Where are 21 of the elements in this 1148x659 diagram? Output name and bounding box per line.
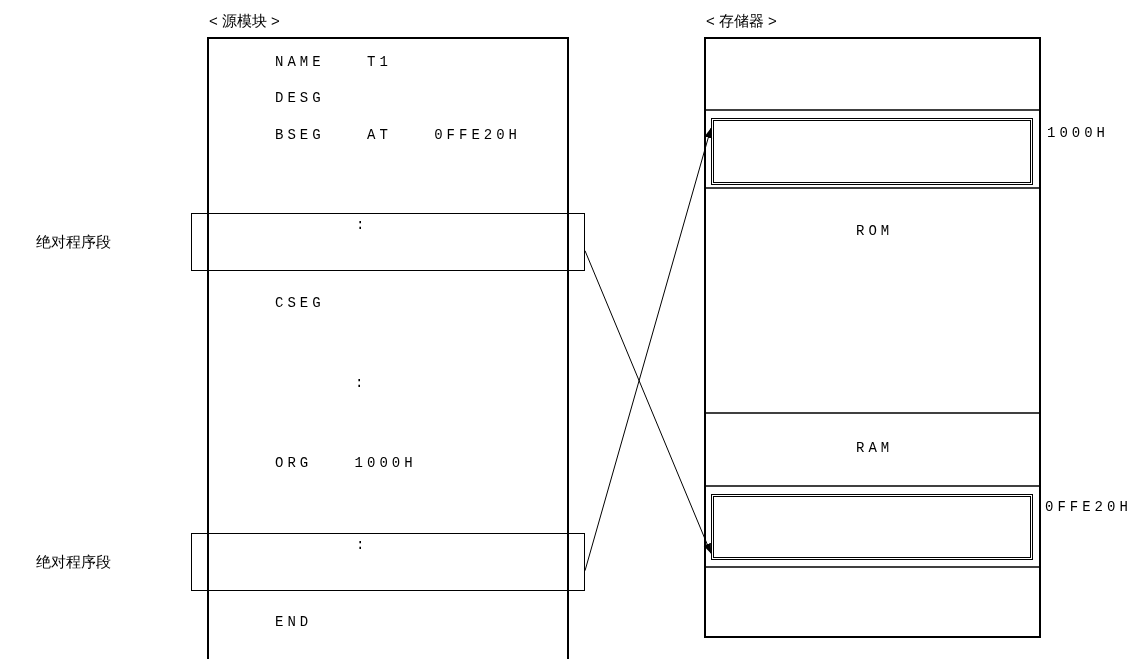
code-line: : xyxy=(356,537,369,553)
segment-label: 绝对程序段 xyxy=(36,233,111,251)
region-label: RAM xyxy=(856,440,894,456)
address-label: 1000H xyxy=(1047,125,1109,141)
heading: < 源模块 > xyxy=(209,12,280,30)
region-label: ROM xyxy=(856,223,894,239)
segment-box xyxy=(191,213,585,271)
code-line: END xyxy=(275,614,313,630)
code-line: BSEG AT 0FFE20H xyxy=(275,127,522,143)
arrow xyxy=(584,250,712,554)
code-line: : xyxy=(356,217,369,233)
segment-label: 绝对程序段 xyxy=(36,553,111,571)
heading: < 存储器 > xyxy=(706,12,777,30)
segment-box xyxy=(191,533,585,591)
code-line: CSEG xyxy=(275,295,325,311)
code-line: : xyxy=(355,375,368,391)
code-line: ORG 1000H xyxy=(275,455,417,471)
code-line: DESG xyxy=(275,90,325,106)
arrow xyxy=(584,127,713,572)
code-line: NAME T1 xyxy=(275,54,392,70)
address-label: 0FFE20H xyxy=(1045,499,1132,515)
